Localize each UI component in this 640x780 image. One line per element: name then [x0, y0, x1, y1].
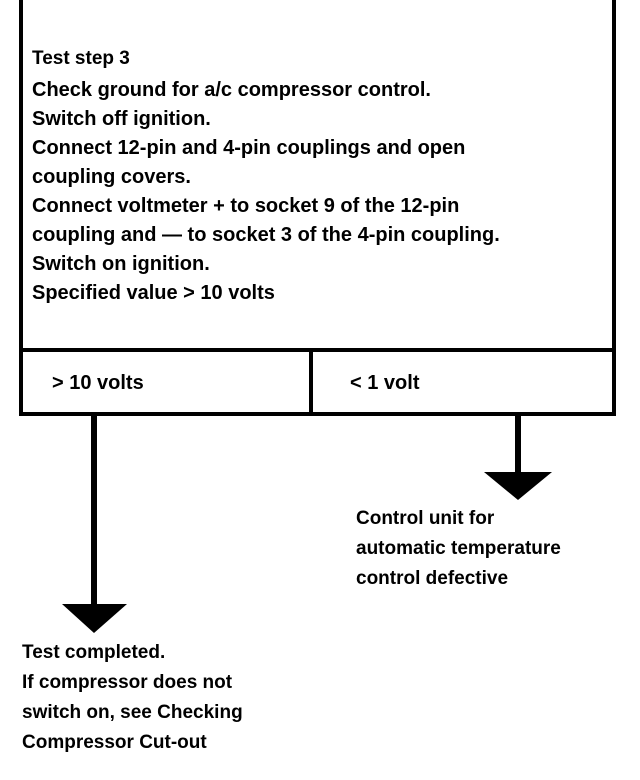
outcome-divider-horizontal — [23, 348, 612, 352]
instruction-line: Switch off ignition. — [32, 108, 211, 130]
result-right-line: automatic temperature — [356, 538, 561, 559]
instruction-line: Check ground for a/c compressor control. — [32, 79, 431, 101]
instruction-line: Connect 12-pin and 4-pin couplings and o… — [32, 137, 466, 159]
result-left-line: If compressor does not — [22, 672, 233, 693]
instruction-line: Connect voltmeter + to socket 9 of the 1… — [32, 195, 460, 217]
result-right-line: control defective — [356, 568, 509, 589]
outcome-divider-vertical — [309, 350, 313, 412]
left-arrow-shaft — [91, 416, 97, 604]
result-left-line: Test completed. — [22, 642, 166, 663]
outcome-greater-than-10-volts: > 10 volts — [52, 372, 144, 394]
result-left-line: Compressor Cut-out — [22, 732, 207, 753]
right-arrow-shaft — [515, 416, 521, 472]
test-step-content: Test step 3 Check ground for a/c compres… — [32, 46, 592, 308]
left-arrow-head — [62, 604, 127, 633]
test-step-box — [19, 0, 616, 416]
outcome-less-than-1-volt: < 1 volt — [350, 372, 420, 394]
instruction-line: Switch on ignition. — [32, 253, 210, 275]
result-right-note: Control unit for automatic temperature c… — [356, 504, 561, 594]
test-step-title: Test step 3 — [32, 48, 130, 69]
result-left-note: Test completed. If compressor does not s… — [22, 638, 243, 758]
right-arrow-head — [484, 472, 552, 500]
specified-value-line: Specified value > 10 volts — [32, 282, 275, 304]
instruction-line: coupling and — to socket 3 of the 4-pin … — [32, 224, 500, 246]
instruction-line: coupling covers. — [32, 166, 191, 188]
result-right-line: Control unit for — [356, 508, 495, 529]
result-left-line: switch on, see Checking — [22, 702, 243, 723]
